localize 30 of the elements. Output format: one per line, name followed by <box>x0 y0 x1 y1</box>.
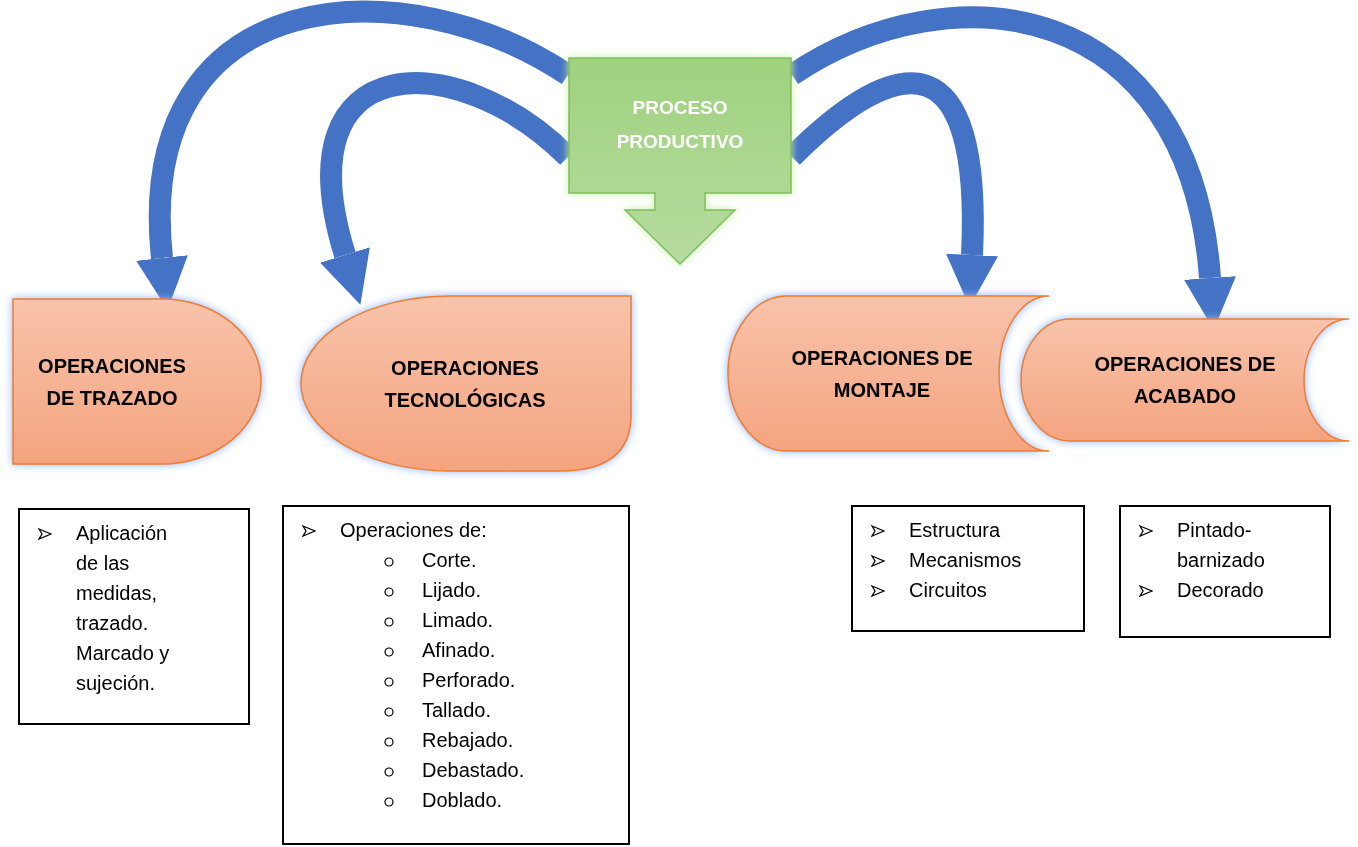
list-item: Afinado. <box>422 638 496 663</box>
operation-shape <box>727 295 1050 452</box>
list-item: Operaciones de: <box>340 518 487 543</box>
operation-title: OPERACIONES DE MONTAJE <box>790 345 974 403</box>
list-box <box>851 505 1085 632</box>
list-item: Doblado. <box>422 788 503 813</box>
list-item: Mecanismos <box>909 548 1022 573</box>
list-item: Decorado <box>1177 578 1264 603</box>
list-item: Limado. <box>422 608 494 633</box>
list-item: Aplicación de las medidas, trazado. Marcado y sujeción. <box>76 521 171 696</box>
list-item: Circuitos <box>909 578 987 603</box>
list-item: Perforado. <box>422 668 516 693</box>
list-item: Estructura <box>909 518 1001 543</box>
operation-shape <box>300 295 632 472</box>
list-item: Lijado. <box>422 578 481 603</box>
list-item: Rebajado. <box>422 728 514 753</box>
operation-shape <box>1020 318 1350 442</box>
operation-title: OPERACIONES TECNOLÓGICAS <box>383 355 547 413</box>
operation-shape <box>12 298 262 465</box>
list-item: Tallado. <box>422 698 491 723</box>
operation-title: OPERACIONES DE TRAZADO <box>37 353 187 411</box>
list-item: Corte. <box>422 548 477 573</box>
process-arrow-box <box>568 57 792 265</box>
operation-title: OPERACIONES DE ACABADO <box>1093 352 1277 409</box>
list-box <box>282 505 630 845</box>
list-box <box>18 508 250 725</box>
list-item: Debastado. <box>422 758 525 783</box>
process-title: PROCESO PRODUCTIVO <box>615 96 745 154</box>
list-box <box>1119 505 1331 638</box>
list-item: Pintado-barnizado <box>1177 518 1266 573</box>
